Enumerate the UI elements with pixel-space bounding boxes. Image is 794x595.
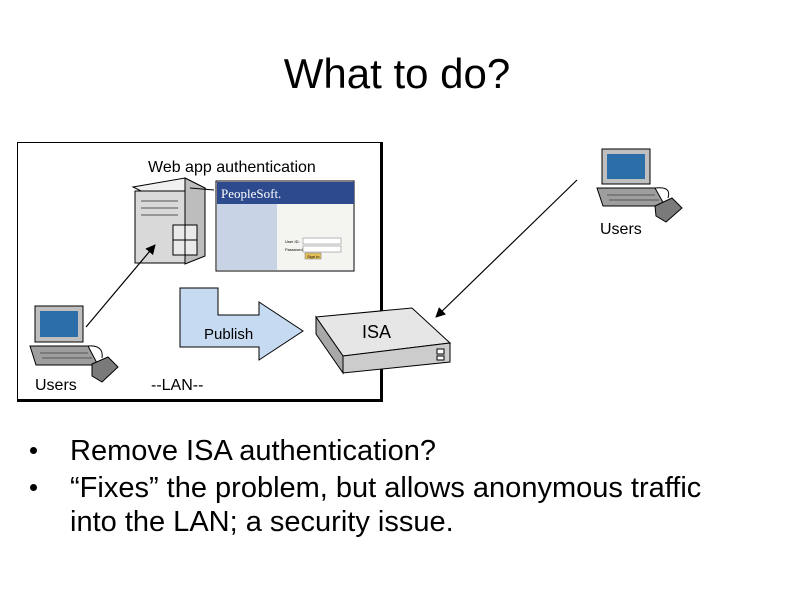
isa-server-icon [315, 307, 452, 375]
peoplesoft-login-screenshot: PeopleSoft. User ID: Password: Sign In [215, 180, 355, 272]
publish-arrow [179, 287, 304, 361]
user-to-server-arrow [85, 244, 156, 328]
bullet-item: “Fixes” the problem, but allows anonymou… [30, 471, 750, 539]
users-left-label: Users [35, 377, 77, 394]
slide-title: What to do? [283, 50, 511, 97]
peoplesoft-logo-text: PeopleSoft. [221, 186, 281, 201]
bullet-dot-icon [30, 484, 37, 491]
users-right-label: Users [600, 221, 642, 238]
server-tower-icon [131, 177, 207, 265]
bullet-dot-icon [30, 447, 37, 454]
left-laptop-icon [29, 305, 119, 383]
svg-text:Password:: Password: [285, 247, 304, 252]
svg-text:User ID:: User ID: [285, 239, 300, 244]
right-laptop-icon [596, 148, 683, 223]
svg-text:Sign In: Sign In [307, 254, 319, 259]
bullet-text: Remove ISA authentication? [70, 435, 436, 467]
publish-label: Publish [204, 326, 254, 343]
isa-label: ISA [362, 322, 392, 342]
bullet-item: Remove ISA authentication? [30, 434, 750, 468]
bullet-text: “Fixes” the problem, but allows anonymou… [70, 472, 702, 538]
internet-user-to-isa-arrow [435, 179, 578, 318]
web-app-auth-label: Web app authentication [148, 159, 316, 176]
bullet-list: Remove ISA authentication? “Fixes” the p… [30, 434, 750, 542]
lan-label: --LAN-- [151, 377, 204, 394]
